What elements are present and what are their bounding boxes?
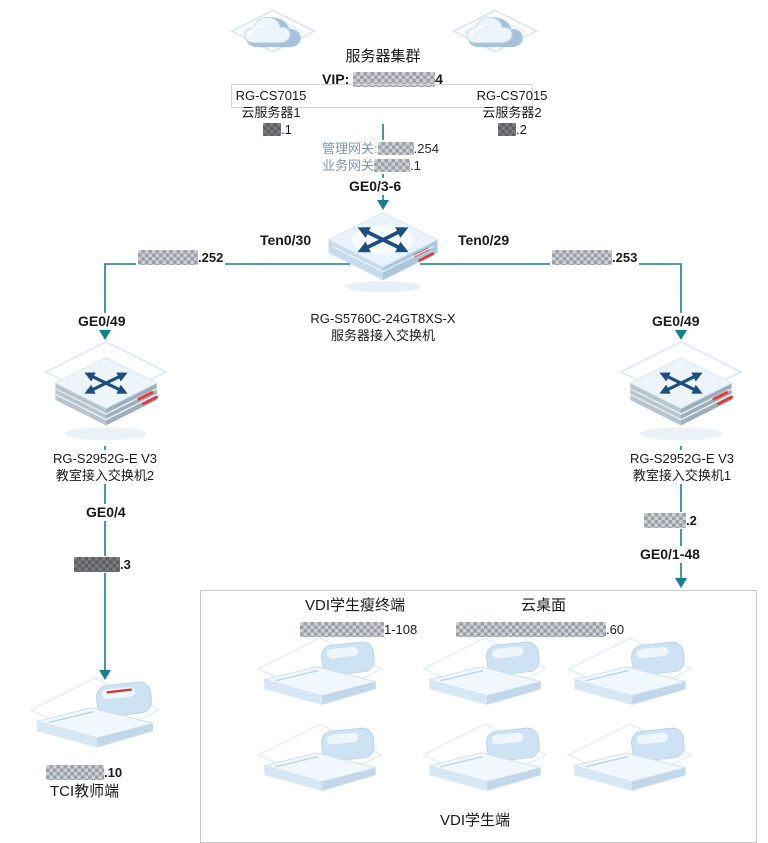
left-switch-name: 教室接入交换机2 xyxy=(55,468,155,483)
biz-gateway-row: 业务网关 .1 xyxy=(322,157,439,174)
core-port-right: Ten0/29 xyxy=(456,232,512,249)
cloud-server-icon-2 xyxy=(450,5,540,75)
access-switch-icon-right xyxy=(617,340,745,445)
right-uplink-port: GE0/49 xyxy=(650,313,702,330)
vdi-cloud-desktop-title: 云桌面 xyxy=(521,597,567,614)
access-switch-icon-left xyxy=(42,340,170,445)
core-right-link-ip: .253 xyxy=(550,249,640,266)
server2-labels: RG-CS7015 云服务器2 xyxy=(466,87,558,121)
core-switch-icon xyxy=(321,204,445,298)
biz-gateway-suffix: .1 xyxy=(410,158,421,173)
core-left-link-suffix: .252 xyxy=(198,250,224,265)
biz-gateway-redacted xyxy=(374,159,411,172)
left-link-redacted xyxy=(74,557,120,572)
vdi-cloud-desktop-suffix: .60 xyxy=(606,622,625,637)
vip-ip-redacted xyxy=(353,72,436,87)
right-switch-name: 教室接入交换机1 xyxy=(632,468,732,483)
core-right-link-redacted xyxy=(552,250,612,265)
left-link-suffix: .3 xyxy=(120,557,131,572)
left-downlink-port: GE0/4 xyxy=(84,504,128,521)
mgmt-gateway-suffix: .254 xyxy=(413,141,439,156)
server1-model: RG-CS7015 xyxy=(235,88,307,103)
vdi-student-client-icon xyxy=(255,636,385,720)
vdi-student-client-icon xyxy=(420,722,550,806)
vdi-student-client-icon xyxy=(255,722,385,806)
server1-labels: RG-CS7015 云服务器1 xyxy=(225,87,317,121)
vdi-student-client-icon xyxy=(565,636,695,720)
core-left-link-ip: .252 xyxy=(136,249,226,266)
cluster-vip-row: VIP: 4 xyxy=(322,71,443,88)
vdi-thin-client-ip-row: 1-108 xyxy=(300,621,417,638)
core-switch-model: RG-S5760C-24GT8XS-X xyxy=(310,311,456,326)
vdi-student-client-icon xyxy=(420,636,550,720)
server2-ip-suffix: .2 xyxy=(516,122,527,137)
left-link-ip: .3 xyxy=(72,556,133,573)
core-uplink-port: GE0/3-6 xyxy=(347,178,404,195)
teacher-ip-redacted xyxy=(46,765,104,780)
right-link-ip: .2 xyxy=(642,512,699,529)
server1-ip-redacted xyxy=(263,123,281,136)
right-downlink-port: GE0/1-48 xyxy=(638,546,702,563)
server1-name: 云服务器1 xyxy=(241,105,301,120)
vdi-thin-client-title: VDI学生瘦终端 xyxy=(305,597,406,614)
left-switch-model: RG-S2952G-E V3 xyxy=(52,451,158,466)
right-switch-labels: RG-S2952G-E V3 教室接入交换机1 xyxy=(607,450,757,484)
right-link-redacted xyxy=(644,513,686,528)
vdi-zone-footer-label: VDI学生端 xyxy=(440,812,511,829)
vdi-thin-client-suffix: 1-108 xyxy=(384,622,418,637)
server2-model: RG-CS7015 xyxy=(476,88,548,103)
mgmt-gateway-redacted xyxy=(377,142,414,155)
right-link-suffix: .2 xyxy=(686,513,697,528)
server1-ip-suffix: .1 xyxy=(281,122,292,137)
core-right-link-suffix: .253 xyxy=(612,250,638,265)
mgmt-gateway-row: 管理网关: .254 xyxy=(322,140,439,157)
core-switch-name: 服务器接入交换机 xyxy=(330,328,435,343)
vdi-thin-client-redacted xyxy=(300,622,384,637)
gateway-labels: 管理网关: .254 业务网关 .1 xyxy=(320,140,441,174)
vip-label: VIP: xyxy=(322,71,350,87)
vdi-cloud-desktop-ip-row: .60 xyxy=(456,621,624,638)
cloud-server-icon-1 xyxy=(228,5,318,75)
vdi-cloud-desktop-redacted xyxy=(456,622,606,637)
teacher-ip-suffix: .10 xyxy=(104,765,123,780)
cluster-title: 服务器集群 xyxy=(345,48,421,65)
vip-ip-suffix: 4 xyxy=(435,71,443,87)
left-switch-labels: RG-S2952G-E V3 教室接入交换机2 xyxy=(30,450,180,484)
mgmt-gateway-label: 管理网关: xyxy=(322,141,378,156)
core-port-left: Ten0/30 xyxy=(258,232,314,249)
teacher-terminal-icon xyxy=(27,676,163,763)
biz-gateway-label: 业务网关 xyxy=(322,158,375,173)
server2-ip-row: .2 xyxy=(498,121,527,138)
vdi-student-client-icon xyxy=(565,722,695,806)
cluster-label-box xyxy=(231,84,533,108)
core-switch-labels: RG-S5760C-24GT8XS-X 服务器接入交换机 xyxy=(298,310,468,344)
server2-ip-redacted xyxy=(498,123,516,136)
left-uplink-port: GE0/49 xyxy=(76,313,128,330)
server2-name: 云服务器2 xyxy=(482,105,542,120)
teacher-terminal-label: TCI教师端 xyxy=(50,783,120,800)
server1-ip-row: .1 xyxy=(263,121,292,138)
core-left-link-redacted xyxy=(138,250,198,265)
teacher-ip-row: .10 xyxy=(44,764,125,781)
right-switch-model: RG-S2952G-E V3 xyxy=(629,451,735,466)
